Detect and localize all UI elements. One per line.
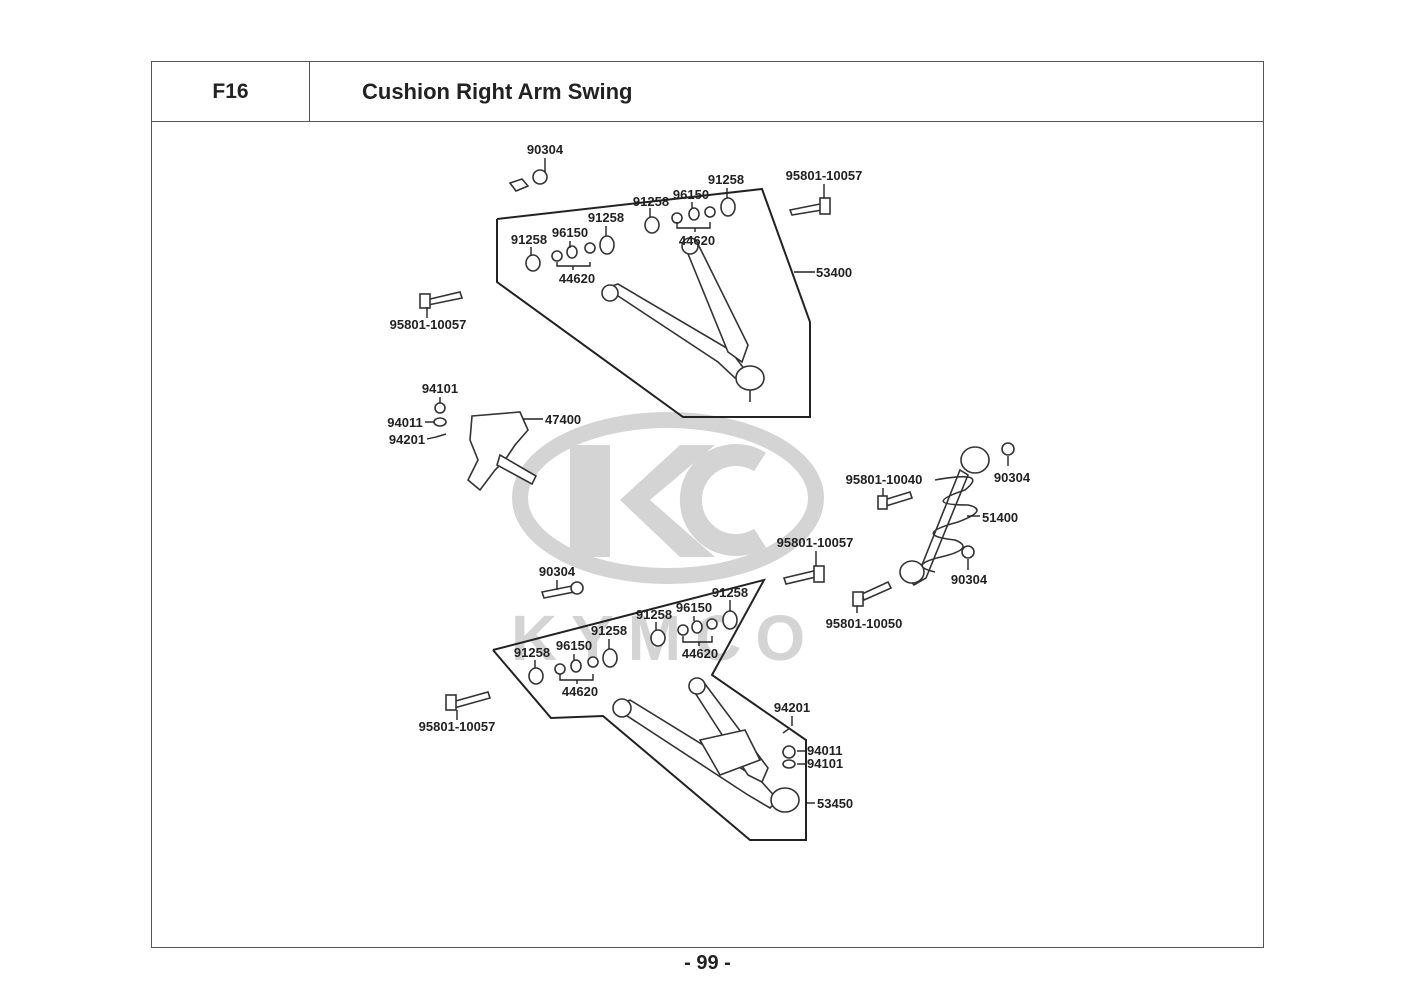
label-91258-t2: 91258 [588,210,624,225]
label-94201-bottom: 94201 [774,700,810,715]
label-91258-t1: 91258 [511,232,547,247]
label-96150-t1: 96150 [552,225,588,240]
label-90304-top: 90304 [527,142,564,157]
steering-knuckle [433,402,538,492]
label-53450: 53450 [817,796,853,811]
label-95801-10057-bottom-left: 95801-10057 [419,719,496,734]
label-44620-b2: 44620 [682,646,718,661]
page-number: - 99 - [684,952,731,974]
diagram-frame [151,121,1264,948]
upper-arm-boundary [496,187,811,418]
label-95801-10057-mid: 95801-10057 [777,535,854,550]
label-53400: 53400 [816,265,852,280]
label-44620-b1: 44620 [562,684,598,699]
label-91258-t4: 91258 [708,172,744,187]
upper-bushings [525,197,736,272]
label-94011-bottom: 94011 [807,743,842,758]
label-96150-b1: 96150 [556,638,592,653]
label-95801-10057-top-right: 95801-10057 [786,168,863,183]
label-96150-b2: 96150 [676,600,712,615]
upper-bolts [419,169,831,309]
lower-arm-boundary [492,578,807,841]
label-95801-10050: 95801-10050 [826,616,903,631]
label-91258-b2: 91258 [591,623,627,638]
label-47400: 47400 [545,412,581,427]
label-96150-t2: 96150 [673,187,709,202]
label-44620-t2: 44620 [679,233,715,248]
label-91258-t3: 91258 [633,194,669,209]
lower-bushings [528,610,738,685]
label-94101-bottom: 94101 [807,756,843,771]
lower-a-arm [612,677,800,813]
label-94011-top: 94011 [387,415,422,430]
label-90304-r1: 90304 [994,470,1031,485]
label-91258-b1: 91258 [514,645,550,660]
lower-bolts [445,691,492,711]
label-91258-b3: 91258 [636,607,672,622]
part-labels: 90304 95801-10057 91258 96150 91258 4462… [387,142,1031,811]
label-90304-r2: 90304 [951,572,988,587]
label-95801-10057-top-left: 95801-10057 [390,317,467,332]
label-44620-t1: 44620 [559,271,595,286]
watermark-logo: KYMCO [511,412,824,674]
label-94101-top: 94101 [422,381,458,396]
upper-a-arm [601,237,765,402]
shock-absorber [899,442,1015,587]
shock-bolts [540,491,914,607]
label-95801-10040: 95801-10040 [846,472,923,487]
label-51400: 51400 [982,510,1018,525]
leader-lines [425,158,1009,804]
label-94201-top: 94201 [389,432,425,447]
label-90304-mid: 90304 [539,564,576,579]
label-91258-b4: 91258 [712,585,748,600]
